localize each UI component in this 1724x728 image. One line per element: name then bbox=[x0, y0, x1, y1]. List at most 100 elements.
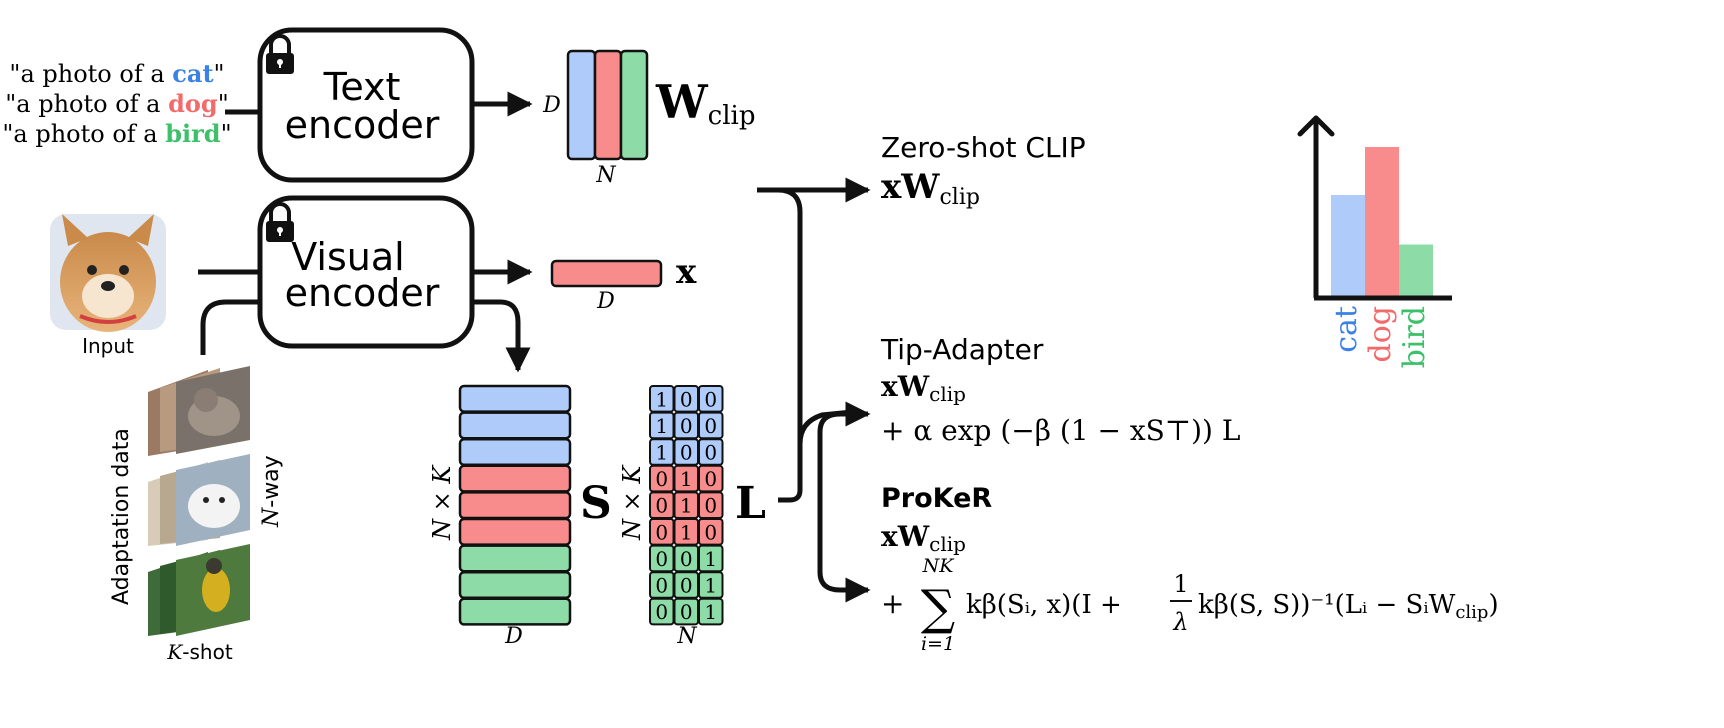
k-shot-label: K-shot bbox=[166, 640, 233, 664]
visual-encoder-label-1: Visual bbox=[291, 235, 404, 279]
l-cell-value: 0 bbox=[680, 387, 693, 411]
proker-line2: kβ(Sᵢ, x)(I + bbox=[966, 590, 1122, 620]
zeroshot-formula: xWclip bbox=[881, 167, 980, 210]
l-cell-value: 0 bbox=[655, 494, 668, 518]
s-rows-label: N × K bbox=[428, 464, 456, 541]
adaptation-data-label: Adaptation data bbox=[109, 428, 134, 605]
l-dim-n: N bbox=[676, 624, 697, 649]
l-cell-value: 1 bbox=[655, 387, 668, 411]
l-cell-value: 0 bbox=[704, 494, 717, 518]
n-way-label: N-way bbox=[259, 455, 284, 528]
prompt-dog: "a photo of a dog" bbox=[5, 89, 229, 118]
wclip-symbol: Wclip bbox=[655, 75, 756, 131]
bird-shot-stack bbox=[148, 544, 250, 636]
bar-label-dog: dog bbox=[1363, 306, 1398, 362]
x-symbol: x bbox=[676, 252, 697, 292]
s-row bbox=[458, 384, 572, 413]
l-cell-value: 0 bbox=[655, 574, 668, 598]
proker-arrow bbox=[817, 500, 871, 603]
tip-adapter: Tip-Adapter xWclip + α exp (−β (1 − xS⊤)… bbox=[880, 333, 1240, 447]
l-cell-value: 1 bbox=[704, 600, 717, 624]
y-axis-arrowhead bbox=[1297, 115, 1335, 137]
l-cell-value: 0 bbox=[680, 600, 693, 624]
proker-plus: + bbox=[881, 587, 904, 620]
proker-sum-bottom: i=1 bbox=[921, 633, 955, 655]
s-row bbox=[458, 464, 572, 493]
adaptation-to-visual-encoder-line bbox=[200, 299, 262, 355]
l-cell bbox=[698, 544, 724, 573]
tip-adapter-line1: xWclip bbox=[881, 370, 966, 406]
s-dim-d: D bbox=[504, 624, 523, 649]
lock-icon bbox=[266, 202, 294, 242]
zeroshot-clip: Zero-shot CLIP xWclip bbox=[881, 131, 1086, 210]
x-dim-d: D bbox=[596, 289, 615, 314]
l-rows-label: N × K bbox=[618, 464, 646, 541]
l-cell-value: 0 bbox=[704, 520, 717, 544]
proker-frac-den: λ bbox=[1172, 608, 1188, 636]
l-symbol: L bbox=[735, 478, 766, 529]
l-cell-value: 0 bbox=[704, 441, 717, 465]
proker-sum-sign: ∑ bbox=[921, 580, 955, 636]
text-encoder-label-1: Text bbox=[323, 65, 401, 109]
cat-shot-stack bbox=[148, 366, 250, 456]
proker-title: ProKeR bbox=[881, 483, 992, 514]
visual-encoder-to-s-arrow bbox=[474, 299, 531, 373]
l-cell-value: 1 bbox=[680, 494, 693, 518]
proker-sum-top: NK bbox=[922, 555, 956, 577]
l-cell-value: 0 bbox=[704, 467, 717, 491]
wclip-matrix bbox=[566, 49, 649, 161]
bar-bird bbox=[1399, 244, 1433, 297]
s-row bbox=[458, 597, 572, 626]
bar-label-bird: bird bbox=[1397, 306, 1432, 368]
s-row bbox=[458, 544, 572, 573]
l-cell-value: 1 bbox=[680, 520, 693, 544]
l-cell-value: 0 bbox=[655, 520, 668, 544]
l-cell-value: 1 bbox=[655, 414, 668, 438]
s-row bbox=[458, 570, 572, 600]
l-cell-value: 0 bbox=[655, 547, 668, 571]
wclip-column-bird bbox=[619, 49, 649, 161]
routing-arrows bbox=[757, 187, 853, 503]
proker: ProKeR xWclip + NK ∑ i=1 kβ(Sᵢ, x)(I + 1… bbox=[881, 483, 1499, 655]
lock-icon bbox=[266, 34, 294, 74]
s-row bbox=[458, 517, 572, 546]
x-vector bbox=[550, 259, 663, 288]
l-cell-value: 0 bbox=[704, 387, 717, 411]
class-prompts: "a photo of a cat" "a photo of a dog" "a… bbox=[2, 59, 231, 148]
l-cell-value: 0 bbox=[680, 574, 693, 598]
bar-cat bbox=[1331, 195, 1365, 297]
bar-label-cat: cat bbox=[1329, 306, 1364, 353]
l-cell-value: 0 bbox=[680, 414, 693, 438]
zeroshot-title: Zero-shot CLIP bbox=[881, 131, 1086, 164]
prompt-cat: "a photo of a cat" bbox=[9, 59, 224, 88]
l-cell-value: 1 bbox=[655, 441, 668, 465]
visual-encoder-label-2: encoder bbox=[285, 271, 440, 315]
l-cell-value: 1 bbox=[680, 467, 693, 491]
text-encoder-label-2: encoder bbox=[285, 103, 440, 147]
wclip-dim-n: N bbox=[595, 163, 616, 188]
proker-line2b: kβ(S, S))⁻¹(Lᵢ − SᵢWclip) bbox=[1198, 590, 1499, 623]
wclip-dim-d: D bbox=[542, 93, 561, 118]
l-cell bbox=[698, 597, 724, 626]
tip-adapter-line2: + α exp (−β (1 − xS⊤)) L bbox=[881, 414, 1240, 447]
s-row bbox=[458, 491, 572, 520]
l-cell-value: 1 bbox=[704, 574, 717, 598]
s-symbol: S bbox=[580, 478, 612, 529]
wclip-column-dog bbox=[593, 49, 623, 161]
l-cell-value: 1 bbox=[704, 547, 717, 571]
l-cell-value: 0 bbox=[680, 547, 693, 571]
l-cell-value: 0 bbox=[704, 414, 717, 438]
l-cell-value: 0 bbox=[655, 467, 668, 491]
s-row bbox=[458, 437, 572, 467]
text-encoder: Text encoder bbox=[257, 27, 475, 183]
wclip-column-cat bbox=[566, 49, 597, 161]
proker-frac-num: 1 bbox=[1173, 570, 1188, 598]
proker-line1: xWclip bbox=[881, 520, 966, 556]
dog-shot-stack bbox=[148, 454, 250, 546]
bar-dog bbox=[1365, 147, 1399, 297]
prompt-bird: "a photo of a bird" bbox=[2, 119, 231, 148]
adaptation-images bbox=[148, 366, 250, 636]
